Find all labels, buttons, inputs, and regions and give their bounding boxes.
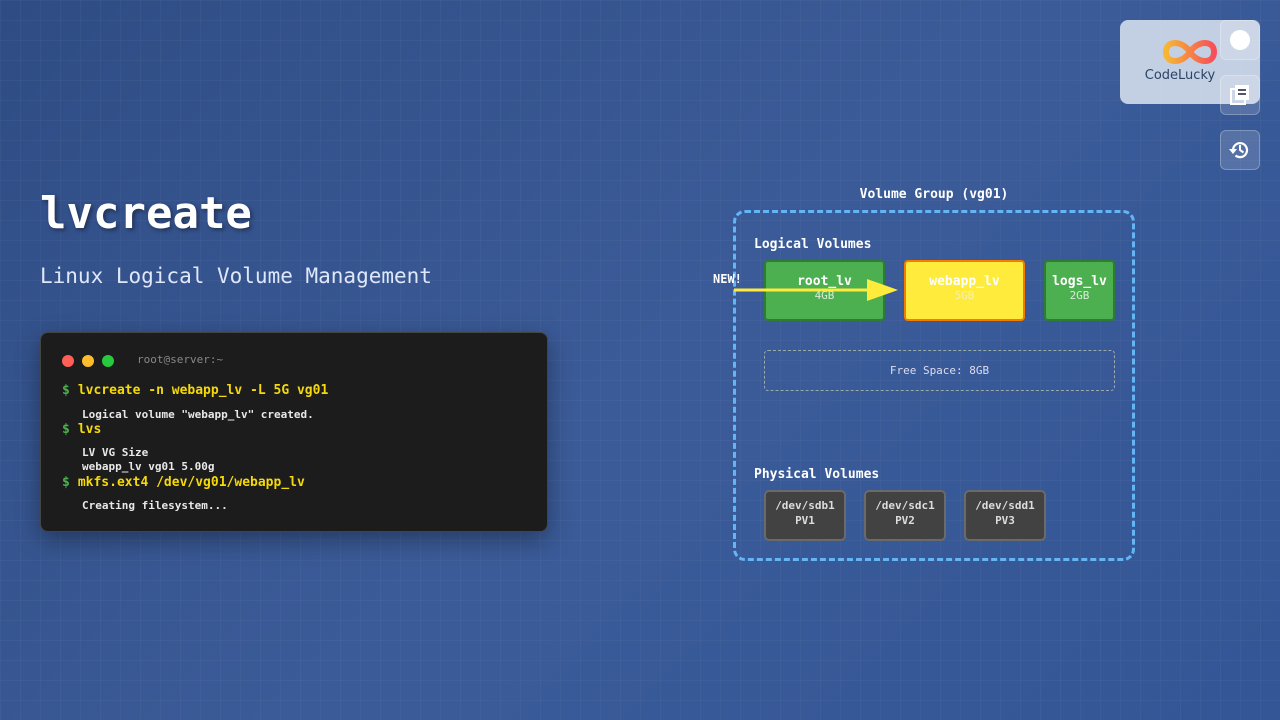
lv-size: 2GB <box>1069 289 1090 302</box>
circle-icon <box>1230 30 1250 50</box>
notes-icon <box>1230 85 1249 105</box>
pv-device: /dev/sdb1 <box>775 499 835 512</box>
pv-device: /dev/sdd1 <box>975 499 1035 512</box>
maximize-dot-icon <box>102 355 114 367</box>
output-line: Creating filesystem... <box>82 499 228 512</box>
pv-label: PV2 <box>895 514 915 527</box>
command-line: $ mkfs.ext4 /dev/vg01/webapp_lv <box>62 475 305 490</box>
history-button[interactable] <box>1220 130 1260 170</box>
logo-text: CodeLucky <box>1144 68 1216 83</box>
output-line: LV VG Size <box>82 446 149 459</box>
infinity-logo-icon <box>1162 40 1218 64</box>
page-title: lvcreate <box>40 188 252 239</box>
terminal-window: root@server:~ $ lvcreate -n webapp_lv -L … <box>40 332 548 532</box>
command-text: lvs <box>77 422 102 437</box>
terminal-title: root@server:~ <box>137 353 224 366</box>
free-space: Free Space: 8GB <box>764 350 1115 391</box>
command-line: $ lvs <box>62 422 101 437</box>
lv-size: 4GB <box>814 289 835 302</box>
output-line: Logical volume "webapp_lv" created. <box>82 408 314 421</box>
record-button[interactable] <box>1220 20 1260 60</box>
pv-device: /dev/sdc1 <box>875 499 935 512</box>
output-line: webapp_lv vg01 5.00g <box>82 460 215 473</box>
command-text: mkfs.ext4 /dev/vg01/webapp_lv <box>77 475 305 490</box>
command-text: lvcreate -n webapp_lv -L 5G vg01 <box>77 383 329 398</box>
history-icon <box>1229 142 1249 159</box>
pv-label: PV3 <box>995 514 1015 527</box>
notes-button[interactable] <box>1220 75 1260 115</box>
lv-size: 5GB <box>954 289 975 302</box>
lv-name: logs_lv <box>1052 274 1107 289</box>
lv-name: root_lv <box>797 274 852 289</box>
volume-group-box <box>733 210 1135 561</box>
lv-name: webapp_lv <box>929 274 1000 289</box>
new-label: NEW! <box>713 272 742 286</box>
prompt: $ <box>62 422 70 437</box>
close-dot-icon <box>62 355 74 367</box>
prompt: $ <box>62 475 70 490</box>
physical-volumes-heading: Physical Volumes <box>754 467 880 482</box>
prompt: $ <box>62 383 70 398</box>
minimize-dot-icon <box>82 355 94 367</box>
logical-volumes-heading: Logical Volumes <box>754 237 872 252</box>
page-subtitle: Linux Logical Volume Management <box>40 264 432 288</box>
command-line: $ lvcreate -n webapp_lv -L 5G vg01 <box>62 383 328 398</box>
arrow-icon <box>734 279 898 301</box>
volume-group-label: Volume Group (vg01) <box>859 187 1009 202</box>
pv-label: PV1 <box>795 514 815 527</box>
